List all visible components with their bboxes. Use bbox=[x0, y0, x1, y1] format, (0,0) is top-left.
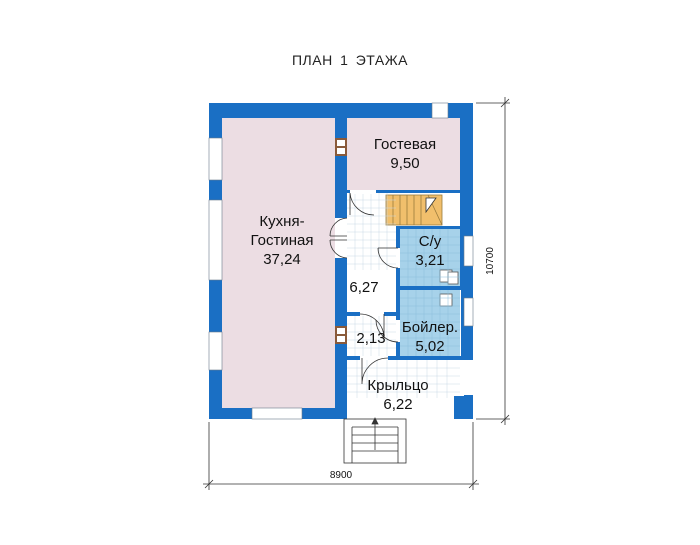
porch-label: Крыльцо 6,22 bbox=[356, 376, 440, 414]
porch-pillar bbox=[454, 396, 473, 419]
plan-title: ПЛАН 1 ЭТАЖА bbox=[291, 52, 408, 68]
bath-area: 3,21 bbox=[415, 252, 445, 269]
kitchen-name-line2: Гостиная bbox=[250, 232, 314, 249]
kitchen-area: 37,24 bbox=[263, 251, 301, 268]
guest-label: Гостевая 9,50 bbox=[355, 135, 455, 173]
kitchen-label: Кухня- Гостиная 37,24 bbox=[232, 212, 332, 269]
height-dimension: 10700 bbox=[485, 247, 496, 275]
room-guest bbox=[347, 118, 460, 190]
porch-name: Крыльцо bbox=[367, 377, 429, 394]
boiler-name: Бойлер. bbox=[401, 319, 459, 336]
porch-pillar bbox=[335, 396, 347, 419]
boiler-label: Бойлер. 5,02 bbox=[398, 318, 462, 356]
staircase bbox=[385, 194, 443, 226]
hall-area: 6,27 bbox=[349, 279, 379, 296]
dimension-lines bbox=[203, 97, 510, 490]
room-kitchen-living bbox=[222, 118, 335, 408]
bath-label: С/у 3,21 bbox=[402, 232, 458, 270]
guest-area: 9,50 bbox=[390, 155, 420, 172]
doors bbox=[329, 190, 400, 385]
boiler-area: 5,02 bbox=[415, 338, 445, 355]
kitchen-name-line1: Кухня- bbox=[259, 213, 305, 230]
guest-name: Гостевая bbox=[373, 136, 437, 153]
entrance-steps bbox=[343, 417, 407, 464]
width-dimension: 8900 bbox=[329, 470, 353, 481]
windows bbox=[208, 102, 474, 420]
vestibule-area: 2,13 bbox=[356, 330, 386, 347]
porch-area: 6,22 bbox=[383, 396, 413, 413]
bath-name: С/у bbox=[418, 233, 442, 250]
